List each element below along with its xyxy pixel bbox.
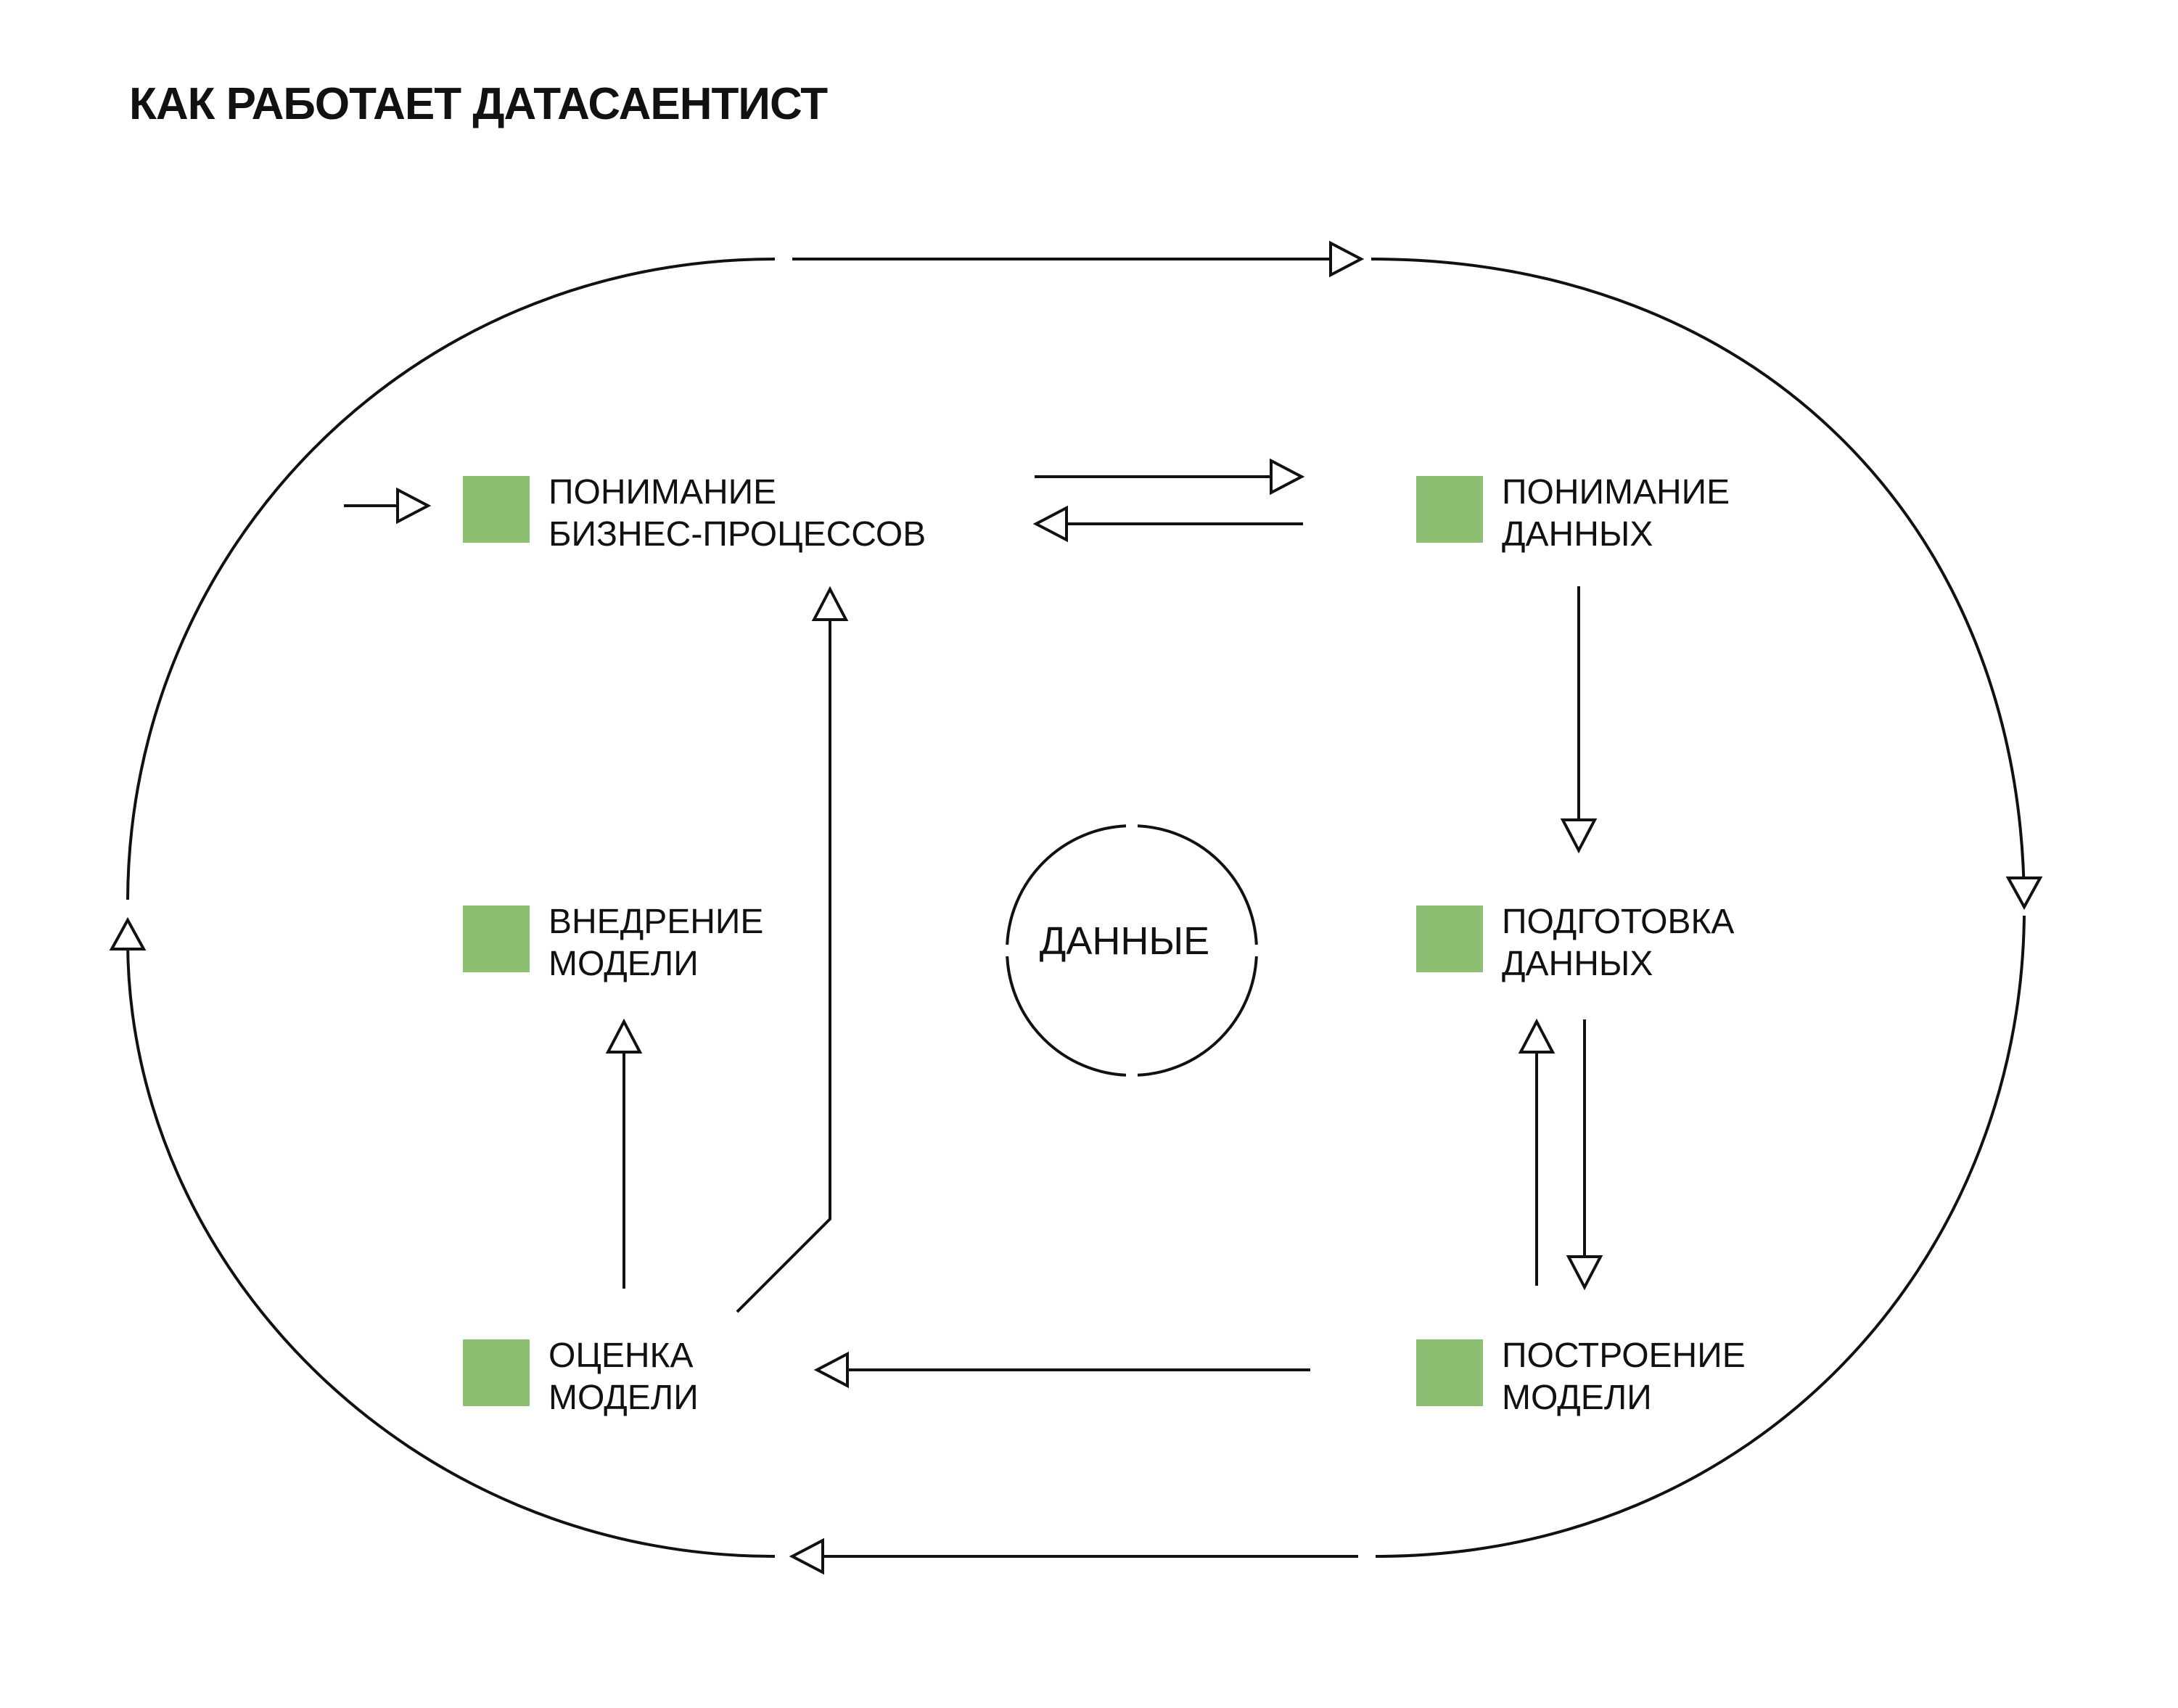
entry-arrowhead <box>396 487 432 525</box>
step-label: ПОНИМАНИЕ БИЗНЕС-ПРОЦЕССОВ <box>548 473 926 554</box>
building-to-evaluation-arrowhead <box>813 1351 849 1389</box>
outer-cycle-bottom-right-arc <box>1375 915 2026 1558</box>
outer-top-arrowhead <box>1329 240 1365 278</box>
outer-right-arrowhead <box>2005 876 2043 911</box>
building-to-preparation-arrowhead <box>1518 1018 1556 1054</box>
step-label: ПОСТРОЕНИЕ МОДЕЛИ <box>1502 1337 1746 1417</box>
step-color-marker <box>463 1339 530 1406</box>
outer-left-arrowhead <box>109 916 147 951</box>
understanding-to-preparation-arrowhead <box>1560 818 1598 854</box>
business-to-data-arrowhead <box>1270 458 1305 496</box>
data-circle <box>1006 824 1258 1077</box>
evaluation-to-business-arrowhead <box>811 586 849 621</box>
outer-bottom-arrowhead <box>789 1537 824 1575</box>
step-label: ПОНИМАНИЕ ДАННЫХ <box>1502 473 1730 554</box>
step-color-marker <box>1416 476 1483 543</box>
step-label: ПОДГОТОВКА ДАННЫХ <box>1502 903 1735 983</box>
preparation-to-building-arrowhead <box>1566 1255 1603 1291</box>
step-color-marker <box>463 906 530 972</box>
outer-cycle-top-right-arc <box>1371 258 2026 900</box>
data-to-business-arrowhead <box>1032 505 1068 543</box>
step-label: ВНЕДРЕНИЕ МОДЕЛИ <box>548 903 764 983</box>
step-color-marker <box>463 476 530 543</box>
step-label: ОЦЕНКА МОДЕЛИ <box>548 1337 699 1417</box>
outer-cycle-top-left-arc <box>126 258 776 900</box>
page-title: КАК РАБОТАЕТ ДАТАСАЕНТИСТ <box>129 79 828 129</box>
data-hub-label: ДАННЫЕ <box>1039 919 1210 963</box>
outer-cycle-bottom-left-arc <box>126 943 776 1558</box>
evaluation-to-business-line <box>736 605 831 1313</box>
step-color-marker <box>1416 1339 1483 1406</box>
step-color-marker <box>1416 906 1483 972</box>
evaluation-to-deployment-arrowhead <box>605 1018 643 1054</box>
